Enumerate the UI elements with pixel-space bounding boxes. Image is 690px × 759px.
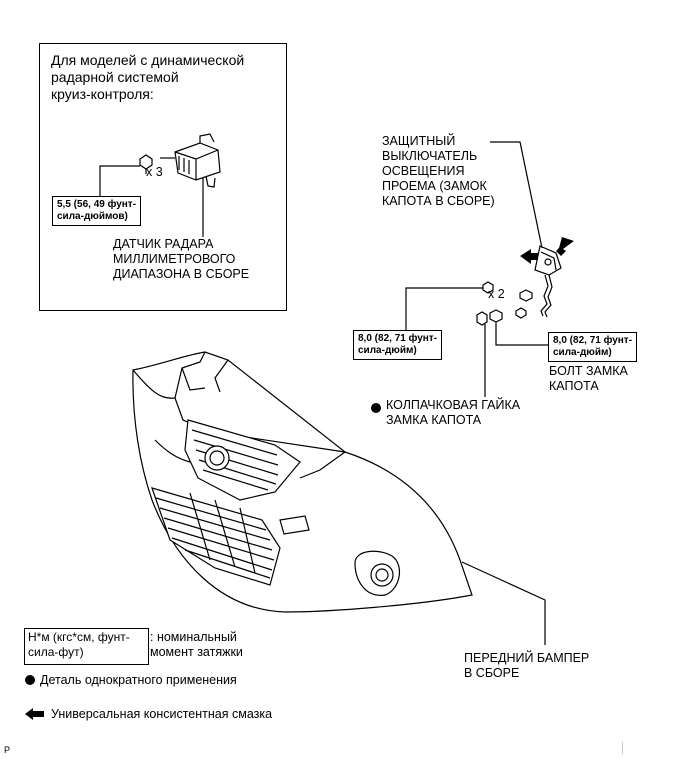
footer-code: P [4, 745, 11, 755]
radar-torque-spec: 5,5 (56, 49 фунт- сила-дюймов) [52, 196, 142, 226]
legend-torque-desc: : номинальный момент затяжки [150, 630, 243, 659]
radar-sensor-label: ДАТЧИК РАДАРА МИЛЛИМЕТРОВОГО ДИАПАЗОНА В… [113, 237, 250, 281]
legend-single-use: Деталь однократного применения [40, 673, 237, 687]
single-use-part-icon [25, 675, 35, 685]
hood-lock-cap-nut-label: КОЛПАЧКОВАЯ ГАЙКА ЗАМКА КАПОТА [386, 398, 521, 427]
grease-arrow-icon [556, 237, 574, 256]
hood-lock-switch-label: ЗАЩИТНЫЙ ВЫКЛЮЧАТЕЛЬ ОСВЕЩЕНИЯ ПРОЕМА (З… [382, 134, 495, 208]
divider [622, 742, 623, 754]
front-bumper-drawing [132, 351, 473, 613]
front-bumper-label: ПЕРЕДНИЙ БАМПЕР В СБОРЕ [464, 651, 590, 680]
hood-lock-bolt-qty: x 2 [488, 287, 505, 301]
inset-title: Для моделей с динамической радарной сист… [51, 52, 245, 102]
hood-lock-torque-left: 8,0 (82, 71 фунт- сила-дюйм) [353, 330, 443, 360]
radar-sensor-drawing [139, 133, 221, 188]
hood-lock-torque-right: 8,0 (82, 71 фунт- сила-дюйм) [548, 332, 638, 362]
single-use-marker-icon [371, 403, 381, 413]
legend-grease: Универсальная консистентная смазка [51, 707, 273, 721]
radar-bolt-qty: x 3 [146, 165, 163, 179]
grease-arrow-icon [520, 249, 538, 264]
legend-torque-box: Н*м (кгс*см, фунт- сила-фут) [24, 628, 149, 665]
radar-model-inset [39, 43, 287, 311]
grease-icon [25, 708, 44, 720]
hood-lock-drawing [476, 245, 562, 326]
hood-lock-bolt-label: БОЛТ ЗАМКА КАПОТА [549, 364, 628, 393]
